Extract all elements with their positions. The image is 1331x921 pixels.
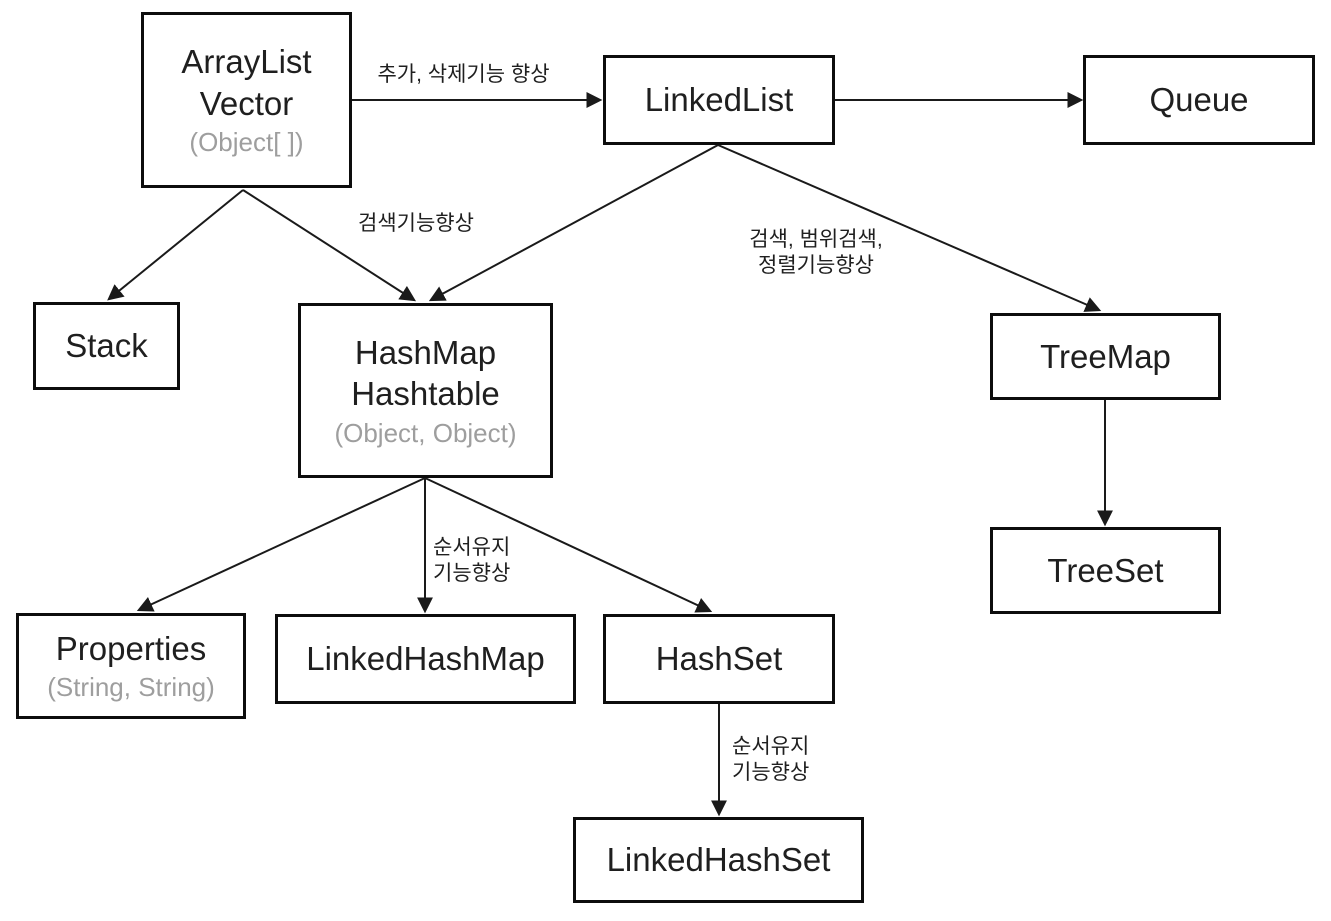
node-hashset: HashSet [603, 614, 835, 704]
node-properties-subtitle: (String, String) [47, 672, 215, 703]
node-treemap-title: TreeMap [1040, 337, 1171, 375]
node-linkedhashmap-title: LinkedHashMap [306, 640, 545, 678]
node-linkedhashset: LinkedHashSet [573, 817, 864, 903]
node-hashmap-title-line2: Hashtable [351, 375, 500, 413]
node-treemap: TreeMap [990, 313, 1221, 400]
edge-label-add-delete-improve: 추가, 삭제기능 향상 [377, 63, 550, 86]
node-linkedhashmap: LinkedHashMap [275, 614, 576, 704]
edge-arraylist-hashmap [242, 189, 417, 302]
node-hashset-title: HashSet [655, 640, 783, 678]
node-properties: Properties (String, String) [16, 613, 246, 719]
edge-label-order-keep-set: 순서유지 기능향상 [732, 735, 810, 784]
edge-label-search-improve: 검색기능향상 [358, 212, 474, 235]
node-linkedlist-title: LinkedList [644, 81, 794, 119]
node-linkedlist: LinkedList [603, 55, 835, 145]
edge-label-search-range-sort-improve: 검색, 범위검색, 정렬기능향상 [749, 228, 883, 277]
edge-label-order-keep-map: 순서유지 기능향상 [433, 536, 511, 585]
node-linkedhashset-title: LinkedHashSet [606, 841, 831, 879]
node-arraylist-title-line1: ArrayList [181, 43, 312, 81]
edge-hashmap-properties [136, 477, 426, 612]
node-stack: Stack [33, 302, 180, 390]
node-treeset-title: TreeSet [1047, 551, 1164, 589]
node-arraylist-title-line2: Vector [199, 84, 294, 122]
node-hashmap-hashtable: HashMap Hashtable (Object, Object) [298, 303, 553, 478]
node-hashmap-title-line1: HashMap [354, 333, 497, 371]
node-hashmap-subtitle: (Object, Object) [334, 417, 517, 448]
edge-arraylist-stack [107, 189, 244, 301]
node-arraylist-subtitle: (Object[ ]) [189, 127, 304, 158]
node-arraylist-vector: ArrayList Vector (Object[ ]) [141, 12, 352, 188]
edge-linkedlist-hashmap [428, 144, 719, 302]
node-properties-title: Properties [55, 629, 207, 667]
node-queue-title: Queue [1149, 81, 1249, 119]
node-treeset: TreeSet [990, 527, 1221, 614]
node-stack-title: Stack [65, 327, 148, 365]
node-queue: Queue [1083, 55, 1315, 145]
